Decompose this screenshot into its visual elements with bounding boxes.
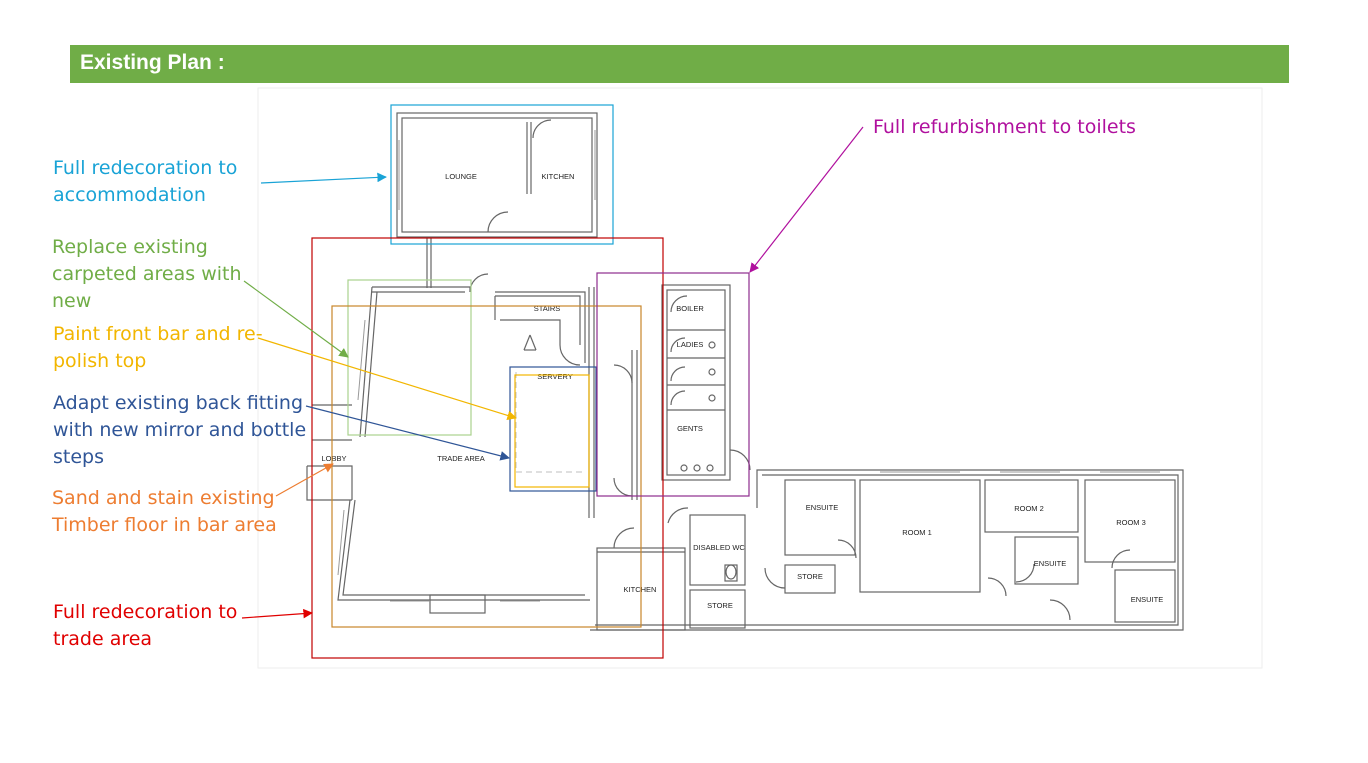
note-line: Adapt existing back fitting bbox=[53, 392, 304, 414]
page-title: Existing Plan : bbox=[80, 51, 225, 74]
room-label-store: STORE bbox=[707, 601, 733, 610]
room-label-room-3: ROOM 3 bbox=[1116, 518, 1146, 527]
note-line: polish top bbox=[53, 350, 147, 372]
room-label-lounge: LOUNGE bbox=[445, 172, 477, 181]
room-label-trade-area: TRADE AREA bbox=[437, 454, 485, 463]
zone-trade-area bbox=[311, 237, 664, 659]
note-trade-area: Full redecoration to trade area bbox=[53, 599, 237, 653]
zone-back-fitting bbox=[509, 366, 597, 492]
note-line: new bbox=[52, 290, 92, 312]
room-label-room-1: ROOM 1 bbox=[902, 528, 932, 537]
room-label-store: STORE bbox=[797, 572, 823, 581]
note-accommodation: Full redecoration to accommodation bbox=[53, 155, 237, 209]
drawing-sheet-border bbox=[257, 87, 1263, 669]
note-line: with new mirror and bottle bbox=[53, 419, 307, 441]
note-line: Paint front bar and re- bbox=[53, 323, 263, 345]
note-toilets: Full refurbishment to toilets bbox=[873, 114, 1136, 141]
note-line: Full refurbishment to toilets bbox=[873, 116, 1136, 138]
room-label-kitchen-lower: KITCHEN bbox=[624, 585, 657, 594]
room-label-disabled-wc: DISABLED WC bbox=[693, 543, 745, 552]
note-carpeted-areas: Replace existing carpeted areas with new bbox=[52, 234, 242, 315]
room-label-room-2: ROOM 2 bbox=[1014, 504, 1044, 513]
note-line: Full redecoration to bbox=[53, 157, 238, 179]
note-line: Timber floor in bar area bbox=[52, 514, 277, 536]
arrow-accommodation bbox=[260, 172, 387, 184]
windows bbox=[337, 130, 1160, 602]
room-label-ladies: LADIES bbox=[677, 340, 704, 349]
note-line: steps bbox=[53, 446, 104, 468]
zone-timber-floor bbox=[331, 305, 642, 628]
room-label-ensuite: ENSUITE bbox=[806, 503, 839, 512]
zone-front-bar bbox=[514, 374, 590, 488]
room-label-boiler: BOILER bbox=[676, 304, 704, 313]
arrow-front-bar bbox=[257, 337, 517, 421]
room-label-kitchen-upper: KITCHEN bbox=[542, 172, 575, 181]
room-label-ensuite: ENSUITE bbox=[1131, 595, 1164, 604]
note-line: carpeted areas with bbox=[52, 263, 242, 285]
arrow-carpeted-areas bbox=[243, 280, 349, 358]
note-line: Replace existing bbox=[52, 236, 208, 258]
room-label-servery: SERVERY bbox=[537, 372, 573, 381]
arrow-back-fitting bbox=[305, 405, 510, 461]
note-timber-floor: Sand and stain existing Timber floor in … bbox=[52, 485, 277, 539]
note-back-fitting: Adapt existing back fitting with new mir… bbox=[53, 390, 306, 471]
note-line: accommodation bbox=[53, 184, 206, 206]
note-line: Sand and stain existing bbox=[52, 487, 275, 509]
note-line: trade area bbox=[53, 628, 153, 650]
room-label-gents: GENTS bbox=[677, 424, 703, 433]
zone-toilets bbox=[596, 272, 750, 497]
zone-accommodation bbox=[390, 104, 614, 245]
header-bar: Existing Plan : bbox=[70, 45, 1289, 83]
arrow-timber-floor bbox=[275, 463, 334, 497]
walls bbox=[306, 112, 1184, 631]
note-line: Full redecoration to bbox=[53, 601, 238, 623]
room-label-stairs: STAIRS bbox=[534, 304, 561, 313]
room-label-ensuite: ENSUITE bbox=[1034, 559, 1067, 568]
note-front-bar: Paint front bar and re- polish top bbox=[53, 321, 263, 375]
arrow-trade-area bbox=[241, 608, 313, 619]
arrow-toilets bbox=[749, 126, 864, 273]
room-label-lobby: LOBBY bbox=[321, 454, 346, 463]
